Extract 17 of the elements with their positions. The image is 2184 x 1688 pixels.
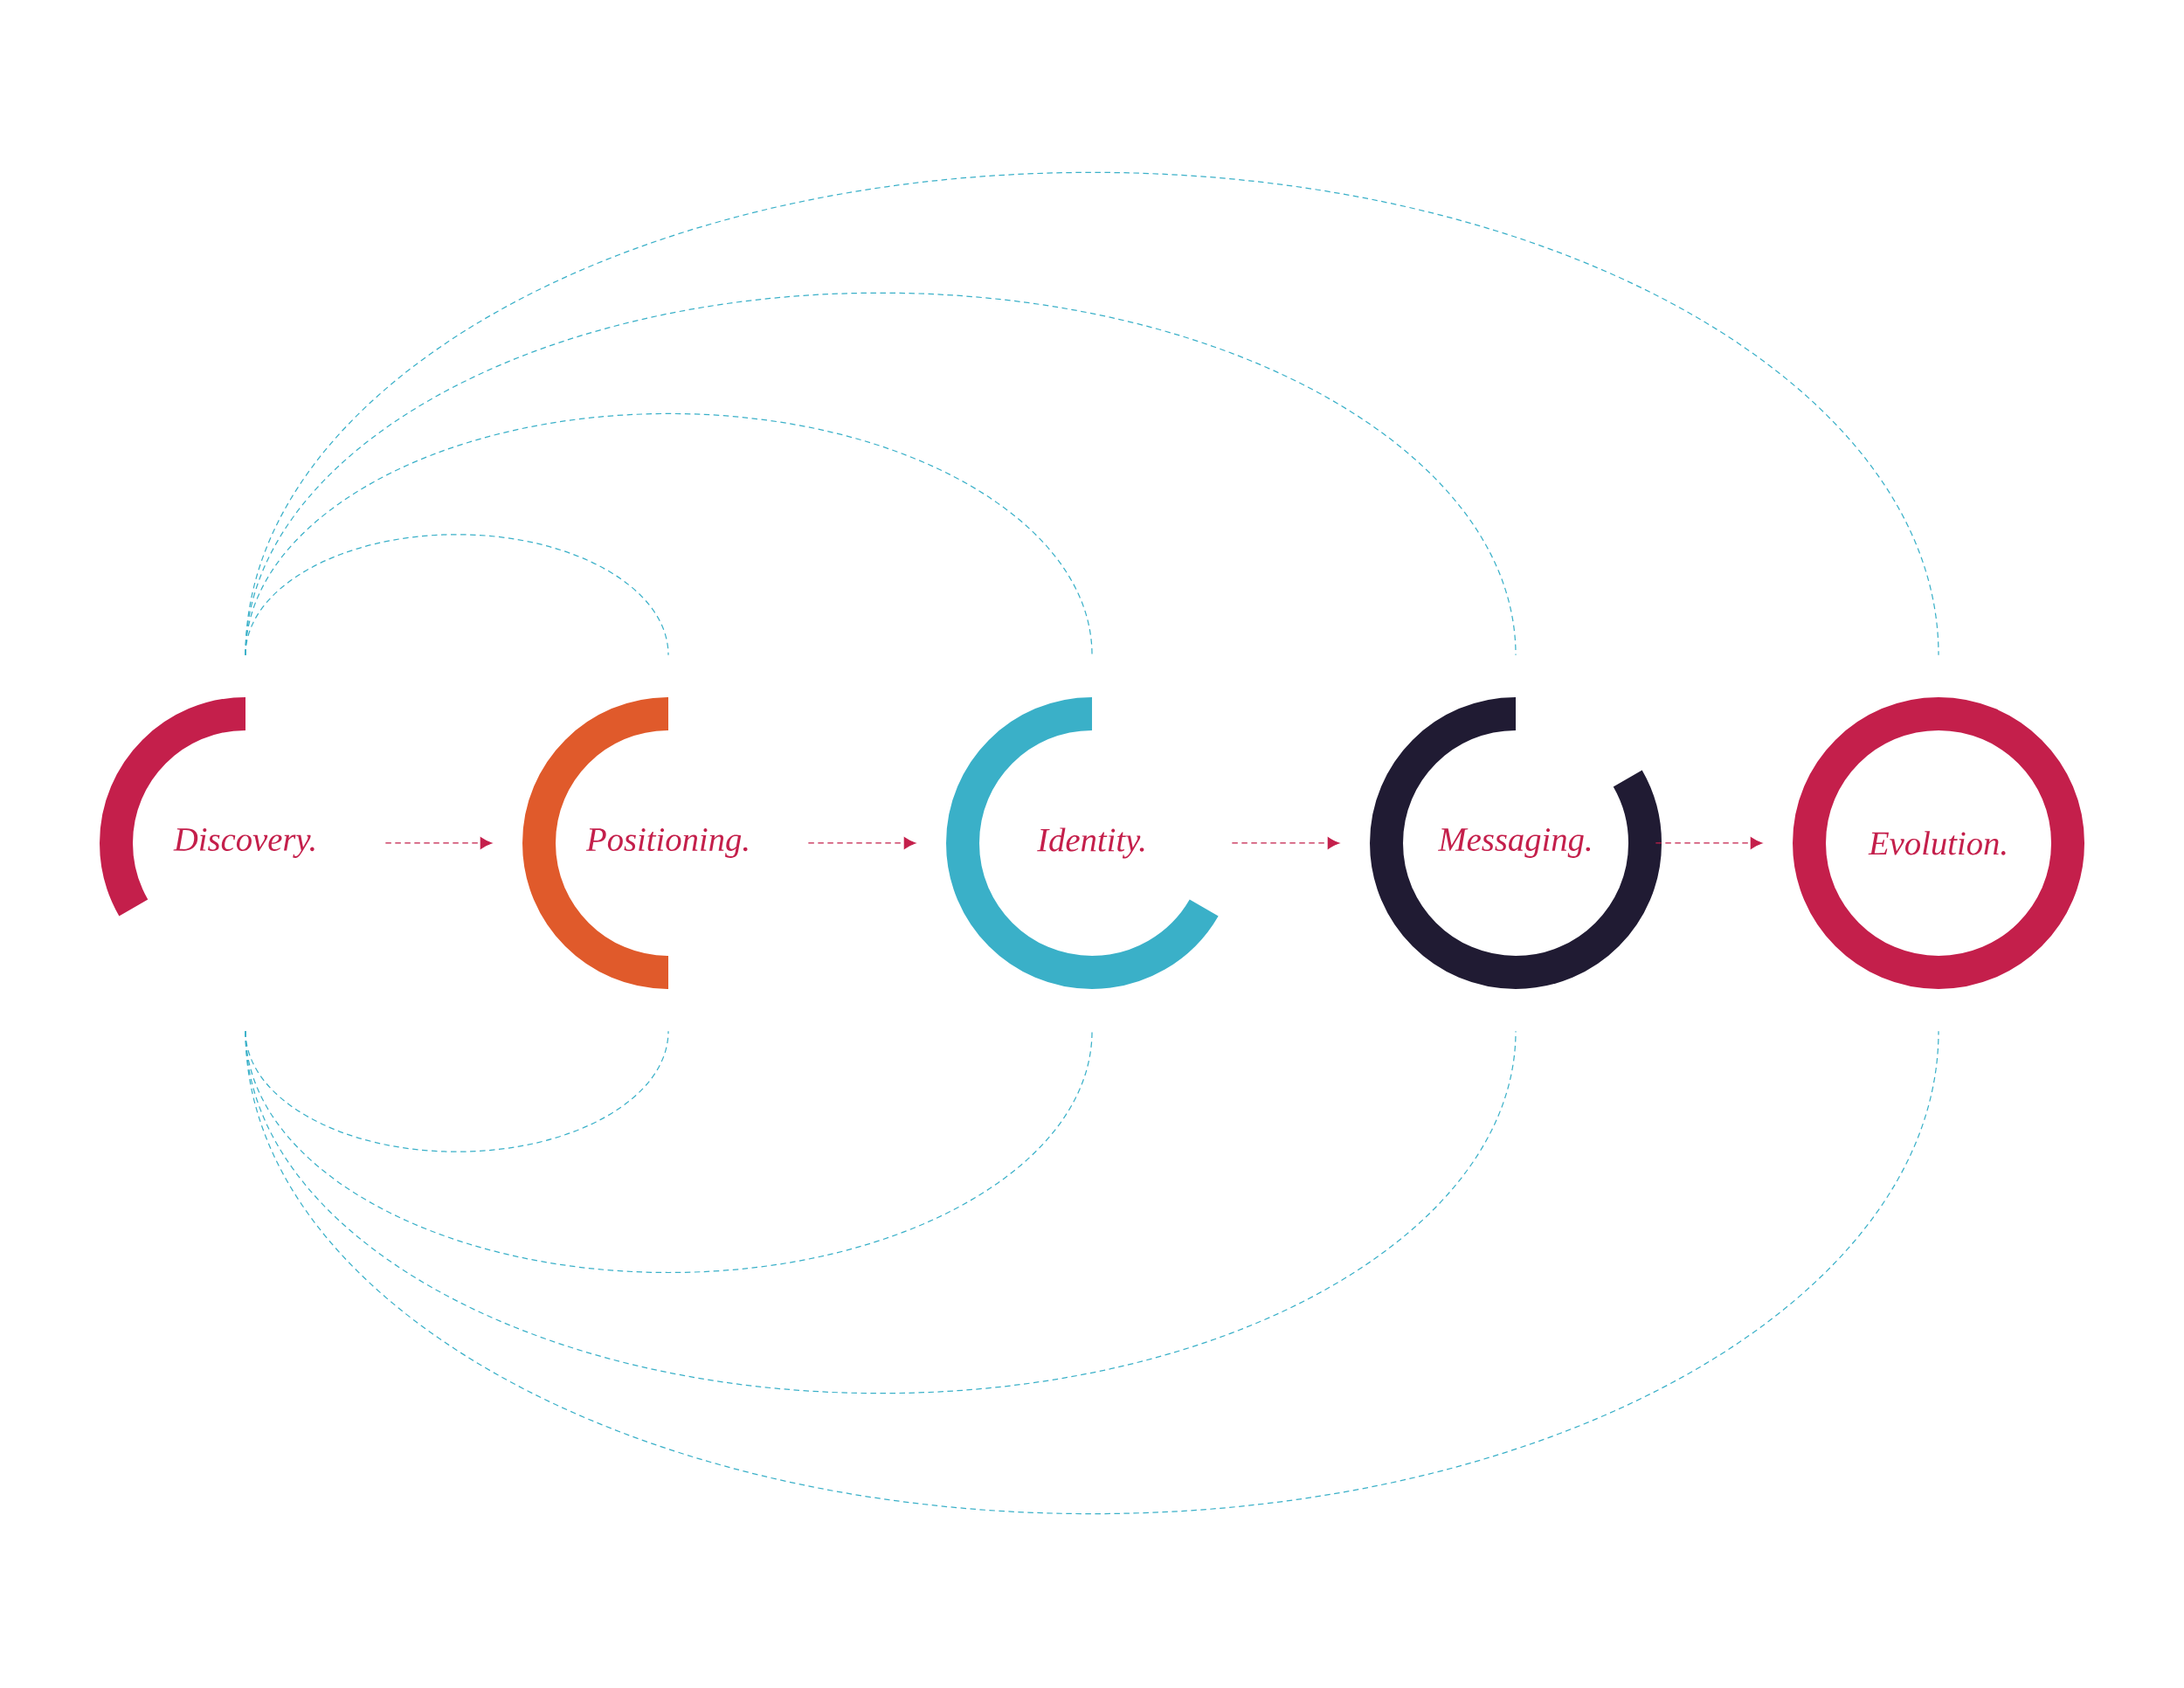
arrow <box>1655 837 1763 849</box>
arrow <box>807 837 916 849</box>
arrow <box>1231 837 1340 849</box>
connector-arc <box>245 1030 669 1152</box>
stage-ring: Discovery. <box>100 697 314 917</box>
connector-arc <box>245 1030 1939 1515</box>
arrow <box>384 837 493 849</box>
connector-arc <box>245 171 1939 656</box>
connector-arc <box>245 1030 1517 1394</box>
connector-arc <box>245 1030 1093 1274</box>
stage-ring: Identity. <box>946 697 1219 989</box>
stage-ring: Positioning. <box>522 697 748 989</box>
connector-arc <box>245 292 1517 656</box>
stage-ring: Messaging. <box>1370 697 1662 989</box>
stage-ring: Evolution. <box>1793 697 2085 989</box>
connector-arc <box>245 412 1093 656</box>
connector-arc <box>245 534 669 656</box>
